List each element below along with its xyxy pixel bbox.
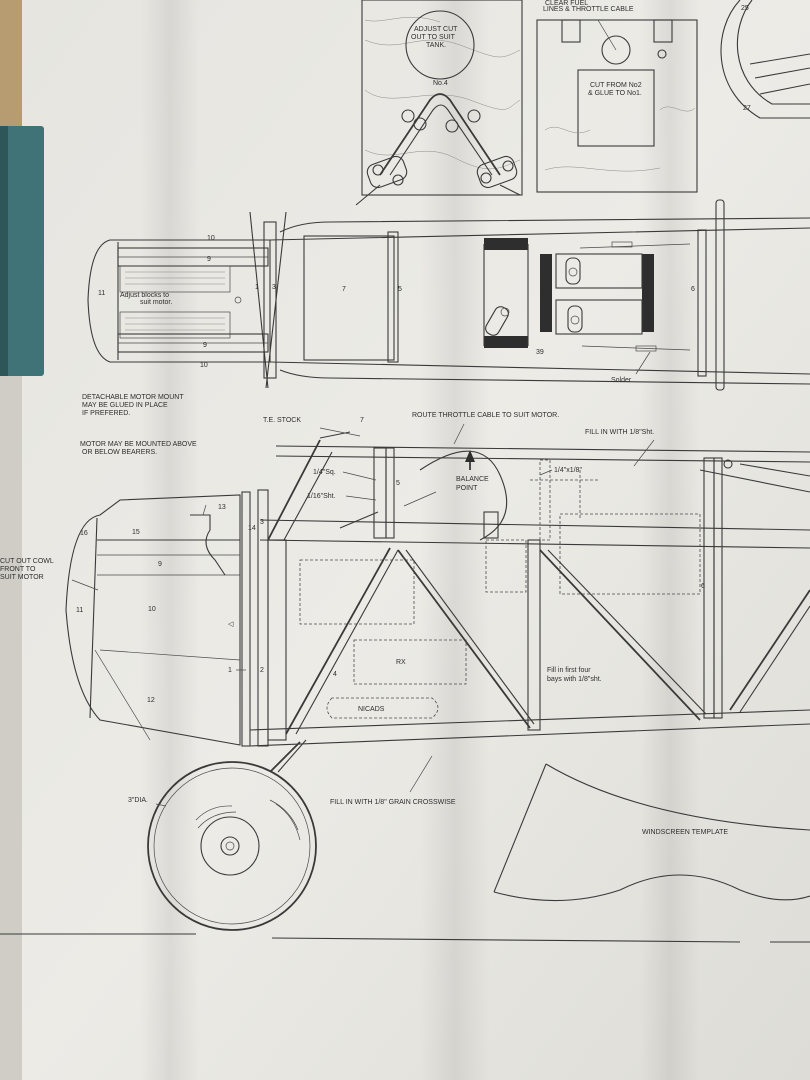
fill-bays-line1: Fill in first four <box>547 667 591 674</box>
rx-label: RX <box>396 659 406 666</box>
sv-part-11: 11 <box>76 607 83 614</box>
tank-note-line2: OUT TO SUIT <box>411 34 456 41</box>
fuel-header-line1: CLEAR FUEL <box>545 0 588 7</box>
tv-part-11: 11 <box>98 290 105 297</box>
sv-part-16: 16 <box>80 530 88 537</box>
te-stock-label: T.E. STOCK <box>263 417 301 424</box>
tv-part-6: 6 <box>691 286 695 293</box>
fill-top-note: FILL IN WITH 1/8"Sht. <box>585 429 654 436</box>
sv-part-15: 15 <box>132 529 140 536</box>
sv-part-2: 2 <box>260 667 264 674</box>
bottom-section: 3"DIA. FILL IN WITH 1/8" GRAIN CROSSWISE… <box>0 755 810 943</box>
sht-label: 1/16"Sht. <box>307 493 336 500</box>
sv-part-1: 1 <box>228 667 232 674</box>
tv-part-10b: 10 <box>200 362 208 369</box>
sq-label: 1/4"Sq. <box>313 469 336 476</box>
part-25: 25 <box>741 5 749 12</box>
motor-line1: MOTOR MAY BE MOUNTED ABOVE <box>80 441 197 448</box>
part-no4: No.4 <box>433 80 448 87</box>
cut-note-line1: CUT FROM No2 <box>590 82 642 89</box>
tv-part-5: 5 <box>398 286 402 293</box>
top-right-panel: 25 27 <box>720 0 810 119</box>
balance-line1: BALANCE <box>456 476 489 483</box>
balance-line2: POINT <box>456 485 478 492</box>
tv-part-9a: 9 <box>207 256 211 263</box>
sv-part-14: 14 <box>248 525 256 532</box>
detach-line3: IF PREFERED. <box>82 410 130 417</box>
tv-part-3: 3 <box>272 284 276 291</box>
sv-part-13: 13 <box>218 504 226 511</box>
windscreen-label: WINDSCREEN TEMPLATE <box>642 829 728 836</box>
motor-line2: OR BELOW BEARERS. <box>82 449 157 456</box>
side-view-fuselage: 16 15 9 11 10 12 13 14 3 1 2 ◁ 1/4"Sq. 1… <box>65 423 810 773</box>
tv-part-9b: 9 <box>203 342 207 349</box>
tv-part-7: 7 <box>342 286 346 293</box>
sv-part-10: 10 <box>148 606 156 613</box>
tank-note-line1: ADJUST CUT <box>414 26 458 33</box>
sv-part-6: 6 <box>701 583 705 590</box>
nicads-label: NICADS <box>358 706 385 713</box>
wheel-dia-label: 3"DIA. <box>128 797 148 804</box>
sv-part-5: 5 <box>396 480 400 487</box>
cowl-line2: FRONT TO <box>0 566 36 573</box>
teal-binder <box>0 126 44 376</box>
part-27: 27 <box>743 105 751 112</box>
wheel <box>147 761 317 931</box>
sv-part-9: 9 <box>158 561 162 568</box>
cowl-line3: SUIT MOTOR <box>0 574 44 581</box>
adjust-note-line2: suit motor. <box>140 299 172 306</box>
svg-text:◁: ◁ <box>228 621 234 628</box>
route-note: ROUTE THROTTLE CABLE TO SUIT MOTOR. <box>412 412 559 419</box>
tank-note-line3: TANK. <box>426 42 446 49</box>
fill-bays-line2: bays with 1/8"sht. <box>547 676 602 683</box>
cut-note-line2: & GLUE TO No1. <box>588 90 642 97</box>
sv-part-3: 3 <box>260 519 264 526</box>
top-view-fuselage: 11 Adjust blocks to suit motor. 10 9 9 1… <box>87 199 810 391</box>
detach-line2: MAY BE GLUED IN PLACE <box>82 402 168 409</box>
sv-part-12: 12 <box>147 697 155 704</box>
fuel-panel: CLEAR FUEL LINES & THROTTLE CABLE CUT FR… <box>536 0 698 193</box>
tv-part-39: 39 <box>536 349 544 356</box>
tank-panel: ADJUST CUT OUT TO SUIT TANK. No.4 <box>355 0 523 206</box>
detach-line1: DETACHABLE MOTOR MOUNT <box>82 394 184 401</box>
fuel-header-line2: LINES & THROTTLE CABLE <box>543 6 634 13</box>
strip-label: 1/4"x1/8" <box>554 467 582 474</box>
tv-part-10a: 10 <box>207 235 215 242</box>
notes: DETACHABLE MOTOR MOUNT MAY BE GLUED IN P… <box>0 394 654 581</box>
adjust-note-line1: Adjust blocks to <box>120 292 169 299</box>
sv-part-4: 4 <box>333 671 337 678</box>
note-part-7: 7 <box>360 417 364 424</box>
solder-label: Solder <box>611 377 632 384</box>
tv-part-1: 1 <box>255 284 259 291</box>
grain-note: FILL IN WITH 1/8" GRAIN CROSSWISE <box>330 799 456 806</box>
cowl-line1: CUT OUT COWL <box>0 558 54 565</box>
